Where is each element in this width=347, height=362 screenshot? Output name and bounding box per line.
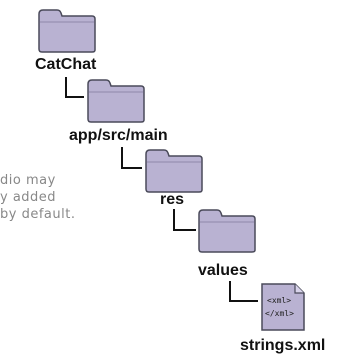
annotation-note-line-2: y added <box>0 190 57 205</box>
folder-icon[interactable] <box>144 148 204 194</box>
file-label-strings-xml: strings.xml <box>240 337 326 354</box>
folder-label-app-src-main: app/src/main <box>69 127 168 144</box>
annotation-note-line-3: by default. <box>0 207 76 222</box>
connector-res-values <box>173 209 196 231</box>
connector-catchat-app <box>65 77 84 98</box>
folder-icon[interactable] <box>86 78 146 124</box>
connector-app-res <box>121 147 142 169</box>
xml-file-icon[interactable]: <xml> </xml> <box>259 281 307 333</box>
folder-label-res: res <box>160 191 185 208</box>
connector-values-strings <box>229 281 258 302</box>
annotation-note-line-1: dio may <box>0 173 56 188</box>
folder-label-catchat: CatChat <box>35 56 97 73</box>
xml-close-tag: </xml> <box>265 309 294 318</box>
folder-icon[interactable] <box>37 8 97 54</box>
folder-icon[interactable] <box>197 208 257 254</box>
xml-open-tag: <xml> <box>267 296 292 305</box>
folder-label-values: values <box>198 262 248 279</box>
